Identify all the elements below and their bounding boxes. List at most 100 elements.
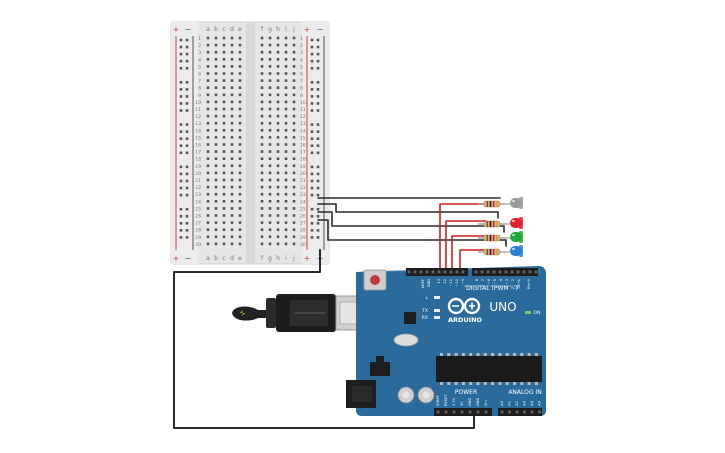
rail-hole[interactable] xyxy=(316,38,320,42)
analog-pin[interactable] xyxy=(530,410,534,414)
rail-hole[interactable] xyxy=(316,81,320,84)
breadboard-hole[interactable] xyxy=(238,93,242,97)
header-pin[interactable] xyxy=(480,270,484,274)
breadboard-hole[interactable] xyxy=(292,114,296,118)
breadboard-hole[interactable] xyxy=(230,129,234,132)
breadboard-hole[interactable] xyxy=(222,171,226,175)
breadboard-hole[interactable] xyxy=(230,50,234,54)
breadboard-hole[interactable] xyxy=(268,129,272,132)
rail-hole[interactable] xyxy=(310,186,314,190)
rail-hole[interactable] xyxy=(310,109,314,112)
breadboard-hole[interactable] xyxy=(276,86,280,89)
breadboard-hole[interactable] xyxy=(230,93,234,97)
rail-hole[interactable] xyxy=(185,38,189,42)
breadboard-hole[interactable] xyxy=(222,114,226,118)
breadboard-hole[interactable] xyxy=(268,72,272,75)
header-pin[interactable] xyxy=(431,270,435,274)
breadboard-hole[interactable] xyxy=(268,114,272,118)
breadboard-hole[interactable] xyxy=(222,58,226,61)
rail-hole[interactable] xyxy=(185,81,189,84)
rail-hole[interactable] xyxy=(316,222,320,225)
breadboard-hole[interactable] xyxy=(206,207,210,210)
breadboard-hole[interactable] xyxy=(214,185,218,189)
led-red-cathode-wire[interactable] xyxy=(317,203,499,219)
breadboard-hole[interactable] xyxy=(222,185,226,189)
breadboard-hole[interactable] xyxy=(230,72,234,75)
breadboard-hole[interactable] xyxy=(230,228,234,231)
breadboard-hole[interactable] xyxy=(284,50,288,54)
breadboard-hole[interactable] xyxy=(230,143,234,146)
rail-hole[interactable] xyxy=(185,66,189,70)
breadboard-hole[interactable] xyxy=(222,235,226,239)
breadboard-hole[interactable] xyxy=(276,207,280,210)
breadboard-hole[interactable] xyxy=(238,86,242,89)
breadboard-hole[interactable] xyxy=(260,242,264,246)
breadboard-hole[interactable] xyxy=(230,86,234,89)
breadboard-hole[interactable] xyxy=(276,136,280,139)
breadboard-hole[interactable] xyxy=(214,58,218,61)
header-pin[interactable] xyxy=(510,270,514,274)
breadboard-hole[interactable] xyxy=(268,164,272,168)
breadboard-hole[interactable] xyxy=(284,36,288,40)
breadboard-hole[interactable] xyxy=(214,171,218,175)
breadboard-hole[interactable] xyxy=(292,242,296,246)
breadboard-hole[interactable] xyxy=(214,121,218,125)
signal-wire-pin11[interactable] xyxy=(451,235,487,269)
rail-hole[interactable] xyxy=(185,207,189,211)
breadboard-hole[interactable] xyxy=(284,150,288,153)
breadboard-hole[interactable] xyxy=(268,157,272,160)
breadboard-hole[interactable] xyxy=(268,221,272,224)
breadboard-hole[interactable] xyxy=(268,185,272,189)
header-pin[interactable] xyxy=(449,270,453,274)
breadboard-hole[interactable] xyxy=(214,200,218,203)
rail-hole[interactable] xyxy=(185,59,189,63)
rail-hole[interactable] xyxy=(316,95,320,98)
rail-hole[interactable] xyxy=(310,38,314,42)
breadboard-hole[interactable] xyxy=(276,192,280,196)
breadboard-hole[interactable] xyxy=(238,157,242,160)
breadboard-hole[interactable] xyxy=(276,228,280,231)
breadboard-hole[interactable] xyxy=(222,228,226,231)
breadboard-hole[interactable] xyxy=(260,150,264,153)
digital-header-left[interactable] xyxy=(406,268,468,276)
breadboard-hole[interactable] xyxy=(276,221,280,224)
header-pin[interactable] xyxy=(498,270,502,274)
breadboard-hole[interactable] xyxy=(284,228,288,231)
breadboard-hole[interactable] xyxy=(292,72,296,75)
breadboard-hole[interactable] xyxy=(276,214,280,217)
breadboard-hole[interactable] xyxy=(284,221,288,224)
header-pin[interactable] xyxy=(461,270,465,274)
breadboard-hole[interactable] xyxy=(276,178,280,182)
analog-pin[interactable] xyxy=(515,410,519,414)
rail-hole[interactable] xyxy=(310,102,314,105)
breadboard-hole[interactable] xyxy=(230,235,234,239)
breadboard-hole[interactable] xyxy=(214,150,218,153)
breadboard-hole[interactable] xyxy=(222,157,226,160)
breadboard-hole[interactable] xyxy=(260,200,264,203)
breadboard-hole[interactable] xyxy=(206,200,210,203)
rail-hole[interactable] xyxy=(185,88,189,91)
breadboard-hole[interactable] xyxy=(260,228,264,231)
breadboard-hole[interactable] xyxy=(222,200,226,203)
breadboard-hole[interactable] xyxy=(284,114,288,118)
led-green-assembly[interactable] xyxy=(478,231,523,243)
breadboard-hole[interactable] xyxy=(214,228,218,231)
power-pin[interactable] xyxy=(468,410,472,414)
breadboard-hole[interactable] xyxy=(214,72,218,75)
breadboard-hole[interactable] xyxy=(292,228,296,231)
breadboard-hole[interactable] xyxy=(214,207,218,210)
breadboard-hole[interactable] xyxy=(276,50,280,54)
breadboard-hole[interactable] xyxy=(206,65,210,68)
rail-hole[interactable] xyxy=(179,45,183,49)
breadboard-hole[interactable] xyxy=(284,178,288,182)
rail-hole[interactable] xyxy=(179,81,183,84)
breadboard-hole[interactable] xyxy=(230,36,234,40)
analog-header[interactable] xyxy=(498,408,542,416)
rail-hole[interactable] xyxy=(316,123,320,126)
header-pin[interactable] xyxy=(486,270,490,274)
breadboard-hole[interactable] xyxy=(222,150,226,153)
breadboard-hole[interactable] xyxy=(206,86,210,89)
breadboard-hole[interactable] xyxy=(276,72,280,75)
